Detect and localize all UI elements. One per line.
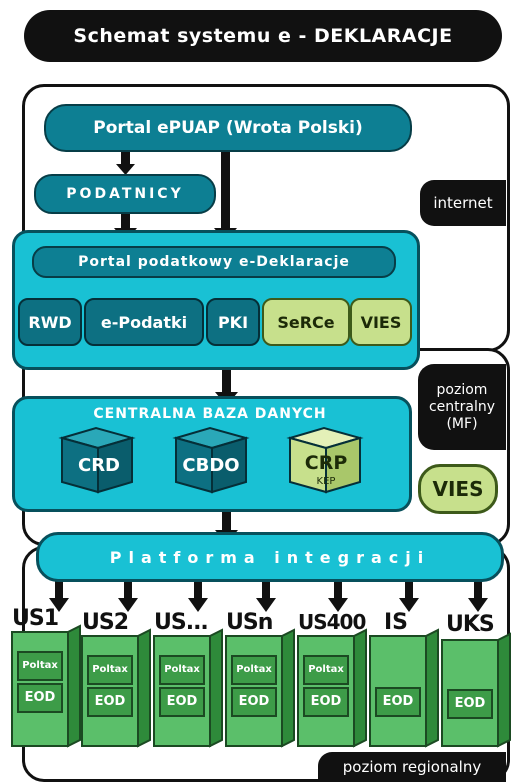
portal-epuap-box: Portal ePUAP (Wrota Polski)	[44, 104, 412, 152]
zone-label-regional: poziom regionalny	[318, 752, 506, 782]
office-eod: EOD	[310, 694, 342, 709]
module-rwd: RWD	[18, 298, 82, 346]
zone-label-internet: internet	[420, 180, 506, 226]
office-eod: EOD	[166, 694, 198, 709]
office-poltax: Poltax	[22, 660, 58, 671]
office-name-usn: USn	[226, 610, 273, 635]
podatnicy-box: PODATNICY	[34, 174, 216, 214]
office-eod: EOD	[454, 696, 486, 711]
module-pki: PKI	[206, 298, 260, 346]
office-poltax: Poltax	[236, 664, 272, 675]
office-name-us400: US400	[298, 610, 366, 634]
office-poltax: Poltax	[308, 664, 344, 675]
db-label-crd: CRD	[77, 455, 120, 476]
diagram-title: Schemat systemu e - DEKLARACJE	[24, 10, 502, 62]
central-label-line1: poziom	[436, 381, 488, 398]
zone-label-central: poziom centralny (MF)	[418, 364, 506, 450]
portal-podatkowy-bar: Portal podatkowy e-Deklaracje	[32, 246, 396, 278]
office-eod: EOD	[24, 690, 56, 705]
db-label-crp: CRP	[304, 452, 348, 474]
central-db-title: CENTRALNA BAZA DANYCH	[93, 406, 327, 422]
db-label-cbdo: CBDO	[182, 455, 240, 476]
office-poltax: Poltax	[92, 664, 128, 675]
office-eod: EOD	[238, 694, 270, 709]
office-eod: EOD	[94, 694, 126, 709]
office-name-us2: US2	[82, 610, 129, 635]
office-poltax: Poltax	[164, 664, 200, 675]
central-label-line3: (MF)	[446, 415, 478, 432]
platforma-integracji-bar: Platforma integracji	[36, 532, 504, 582]
office-name-is: IS	[384, 610, 409, 635]
office-eod: EOD	[382, 694, 414, 709]
db-label-kep: KEP	[316, 476, 336, 487]
office-name-us1: US1	[12, 606, 59, 631]
module-e-podatki: e-Podatki	[84, 298, 204, 346]
module-vies: VIES	[350, 298, 412, 346]
central-label-line2: centralny	[428, 398, 496, 415]
vies-external: VIES	[418, 464, 498, 514]
office-name-uks: UKS	[446, 612, 495, 637]
module-serce: SeRCe	[262, 298, 350, 346]
office-name-us-dots: US...	[154, 610, 209, 635]
